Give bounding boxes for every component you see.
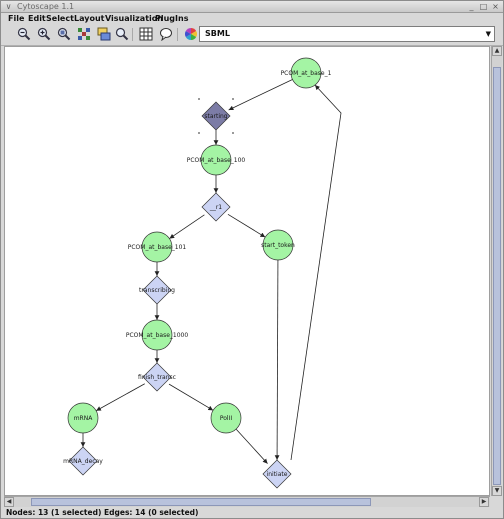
node-shape[interactable]: [262, 459, 292, 489]
menu-plugins[interactable]: PlugIns: [155, 14, 189, 23]
node-shape[interactable]: [200, 144, 232, 176]
node-PCOM_at_base_101[interactable]: PCOM_at_base_101: [128, 231, 187, 263]
node-label: finish_transc: [138, 374, 176, 381]
node-finish_transc[interactable]: finish_transc: [138, 362, 176, 392]
zoom-selected-icon[interactable]: [57, 27, 71, 41]
scroll-left-icon[interactable]: ◀: [4, 497, 14, 507]
show-all-icon[interactable]: [97, 27, 111, 41]
edge-__r1-start_token[interactable]: [227, 213, 266, 238]
node-label: __r1: [209, 204, 222, 211]
selection-handle: [232, 132, 234, 134]
edge-__r1-PCOM_at_base_101[interactable]: [169, 214, 205, 239]
zoom-in-icon[interactable]: [37, 27, 51, 41]
menu-select[interactable]: Select: [46, 14, 74, 23]
toolbar-separator: [177, 28, 178, 41]
toolbar: SBML ▼: [1, 24, 503, 46]
vertical-scroll-thumb[interactable]: [493, 67, 501, 485]
window-menu-icon[interactable]: ∨: [5, 2, 12, 11]
minimize-icon[interactable]: _: [469, 2, 474, 11]
node-shape[interactable]: [142, 275, 172, 305]
node-__r1[interactable]: __r1: [201, 192, 231, 222]
node-initiate[interactable]: initiate: [262, 459, 292, 489]
node-mRNA_decay[interactable]: mRNA_decay: [63, 446, 103, 476]
node-label: PCOM_at_base_101: [128, 244, 187, 251]
node-label: starting: [204, 113, 227, 120]
title-bar[interactable]: ∨ Cytoscape 1.1 _ □ ×: [1, 1, 503, 13]
horizontal-scroll-thumb[interactable]: [31, 498, 371, 506]
grid-layout-icon[interactable]: [139, 27, 153, 41]
scroll-right-icon[interactable]: ▶: [479, 497, 489, 507]
annotation-icon[interactable]: [159, 27, 173, 41]
window-title: Cytoscape 1.1: [17, 2, 75, 11]
node-shape[interactable]: [201, 192, 231, 222]
visual-style-icon[interactable]: [184, 27, 198, 41]
node-label: initiate: [267, 471, 288, 478]
menu-bar: File Edit Select Layout Visualization Pl…: [1, 13, 503, 24]
maximize-icon[interactable]: □: [479, 2, 488, 11]
node-shape[interactable]: [210, 402, 242, 434]
node-shape[interactable]: [142, 362, 172, 392]
node-PCOM_at_base_1[interactable]: PCOM_at_base_1: [281, 57, 332, 89]
node-start_token[interactable]: start_token: [261, 229, 295, 261]
status-text: Nodes: 13 (1 selected) Edges: 14 (0 sele…: [6, 508, 199, 517]
zoom-out-icon[interactable]: [17, 27, 31, 41]
fit-network-icon[interactable]: [77, 27, 91, 41]
node-shape[interactable]: [141, 319, 173, 351]
menu-edit[interactable]: Edit: [28, 14, 46, 23]
scroll-up-icon[interactable]: ▲: [492, 46, 502, 56]
node-PCOM_at_base_1000[interactable]: PCOM_at_base_1000: [126, 319, 188, 351]
node-label: PCOM_at_base_1000: [126, 332, 188, 339]
node-shape[interactable]: [290, 57, 322, 89]
zoom-search-icon[interactable]: [115, 27, 129, 41]
node-label: PCOM_at_base_1: [281, 70, 332, 77]
selection-handle: [232, 98, 234, 100]
menu-layout[interactable]: Layout: [74, 14, 105, 23]
visual-style-value: SBML: [205, 29, 230, 38]
node-PCOM_at_base_100[interactable]: PCOM_at_base_100: [187, 144, 246, 176]
chevron-down-icon[interactable]: ▼: [485, 30, 491, 38]
node-label: mRNA: [74, 415, 94, 422]
selection-handle: [198, 98, 200, 100]
node-PolII[interactable]: PolII: [210, 402, 242, 434]
edge-initiate-PCOM_at_base_1[interactable]: [290, 84, 342, 461]
edge-finish_transc-PolII[interactable]: [168, 383, 214, 411]
edge-PCOM_at_base_1-starting[interactable]: [228, 79, 293, 111]
node-mRNA[interactable]: mRNA: [67, 402, 99, 434]
visual-style-selector[interactable]: SBML ▼: [199, 26, 495, 42]
node-starting[interactable]: starting: [198, 98, 234, 134]
vertical-scrollbar[interactable]: ▲ ▼: [491, 46, 502, 496]
node-shape[interactable]: [201, 101, 231, 131]
edge-start_token-initiate[interactable]: [274, 259, 280, 461]
edge-finish_transc-mRNA[interactable]: [95, 383, 145, 412]
node-shape[interactable]: [141, 231, 173, 263]
menu-visualization[interactable]: Visualization: [105, 14, 163, 23]
node-label: PCOM_at_base_100: [187, 157, 246, 164]
node-shape[interactable]: [68, 446, 98, 476]
node-label: transcribing: [139, 287, 175, 294]
selection-handle: [198, 132, 200, 134]
node-shape[interactable]: [262, 229, 294, 261]
edge-PolII-initiate[interactable]: [235, 428, 268, 464]
scroll-down-icon[interactable]: ▼: [492, 486, 502, 496]
node-label: mRNA_decay: [63, 458, 103, 465]
toolbar-separator: [132, 28, 133, 41]
node-shape[interactable]: [67, 402, 99, 434]
close-icon[interactable]: ×: [492, 2, 499, 11]
node-transcribing[interactable]: transcribing: [139, 275, 175, 305]
horizontal-scrollbar[interactable]: ◀ ▶: [4, 496, 490, 507]
status-bar: Nodes: 13 (1 selected) Edges: 14 (0 sele…: [1, 507, 503, 518]
menu-file[interactable]: File: [8, 14, 25, 23]
node-label: PolII: [220, 415, 233, 422]
node-label: start_token: [261, 242, 295, 249]
